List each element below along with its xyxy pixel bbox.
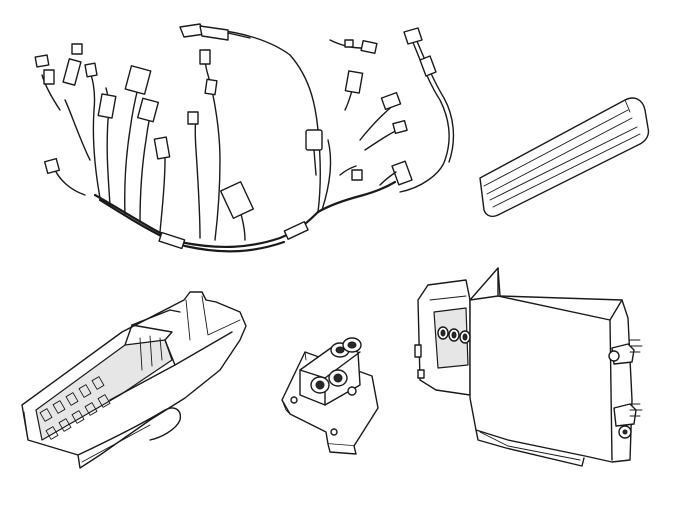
foam-strip-icon (479, 97, 650, 218)
module-cover-icon (414, 267, 643, 467)
connector-bracket-icon (281, 337, 379, 455)
console-bracket-icon (21, 291, 247, 469)
wiring-harness-icon (34, 23, 455, 253)
